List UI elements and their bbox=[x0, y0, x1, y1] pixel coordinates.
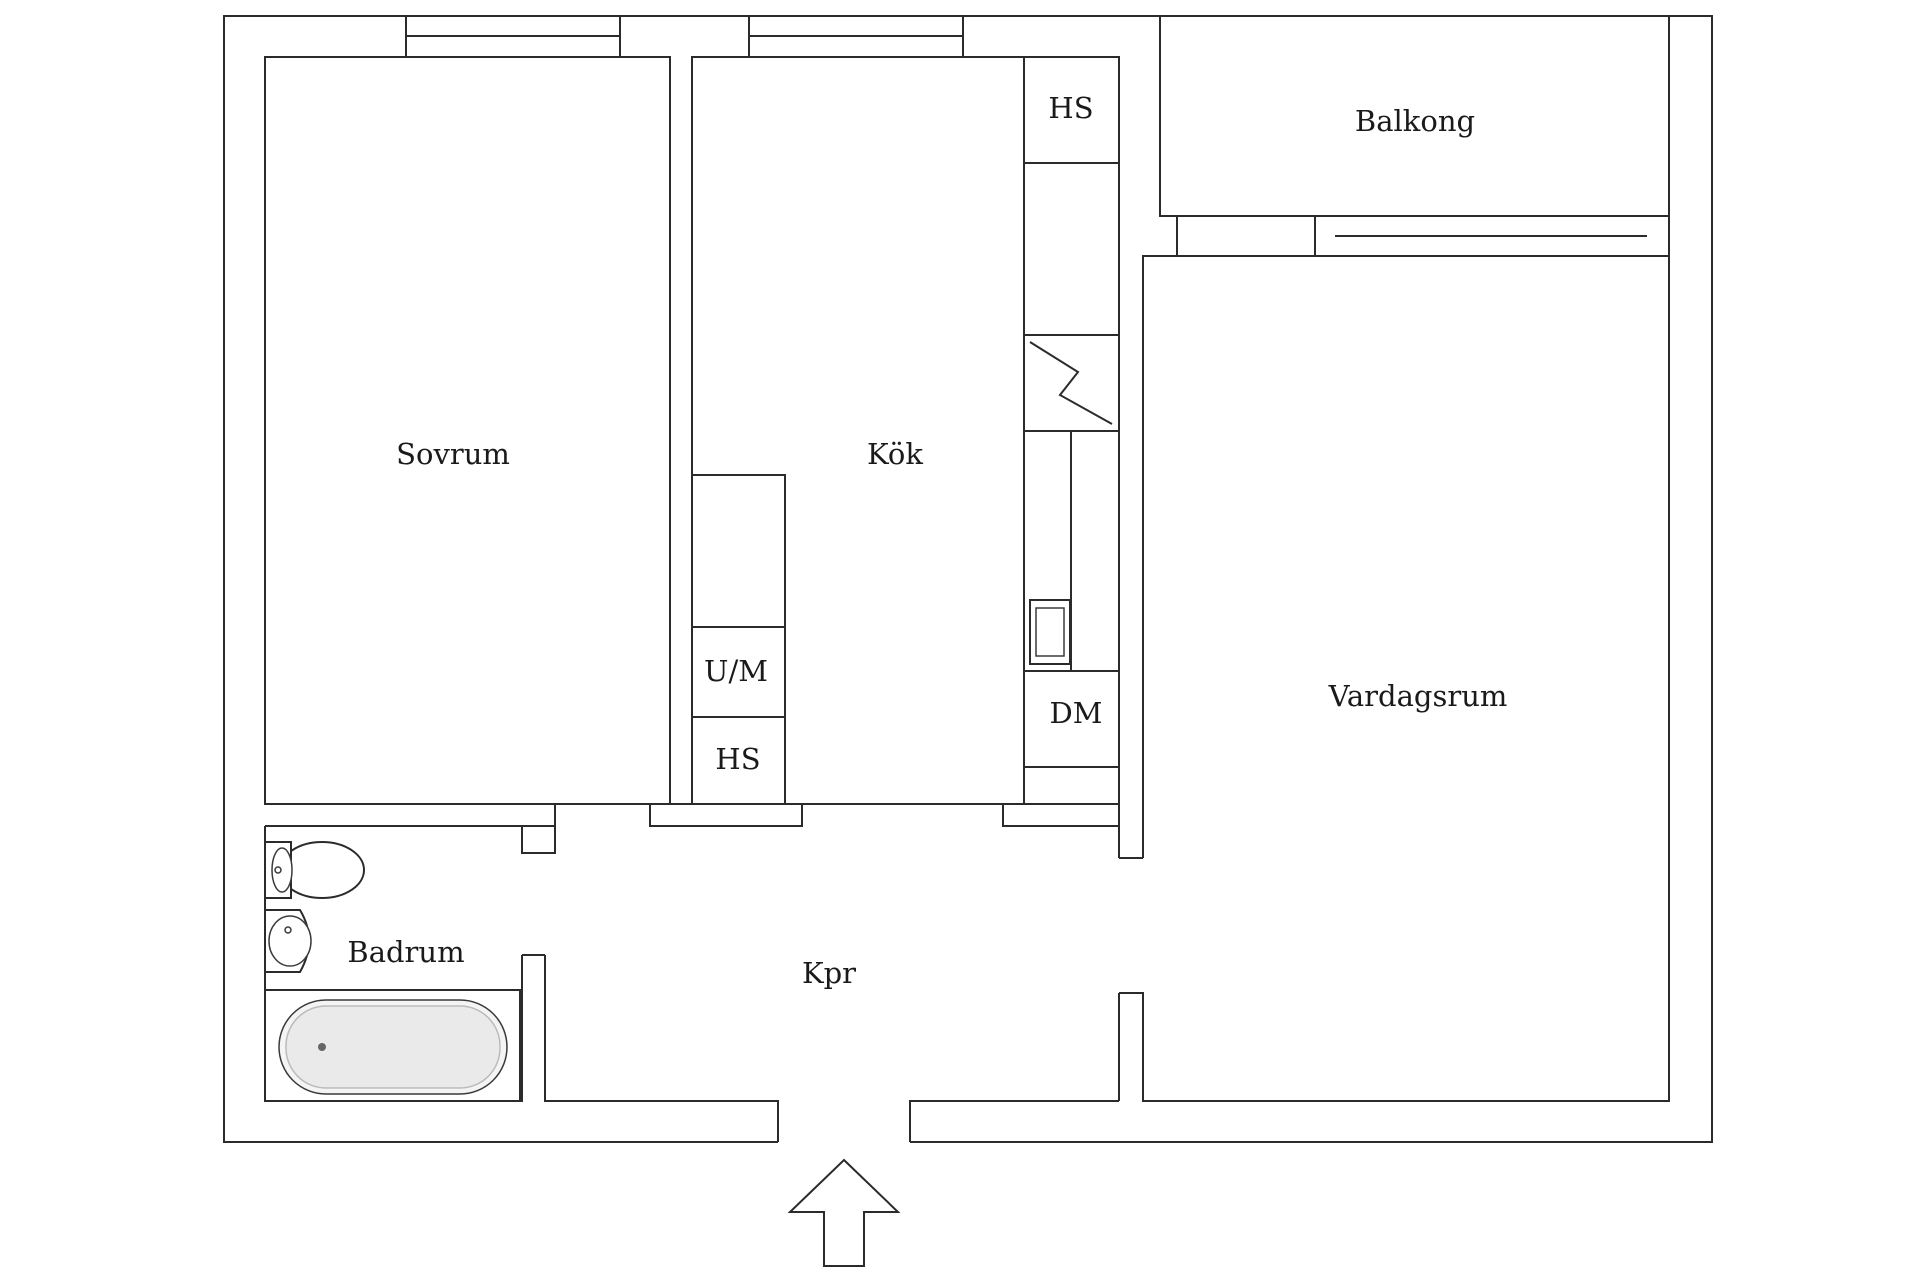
entrance-arrow bbox=[787, 1158, 901, 1267]
room-label-bedroom: Sovrum bbox=[396, 437, 510, 471]
room-label-balcony: Balkong bbox=[1355, 104, 1475, 138]
bathroom-walls bbox=[264, 804, 556, 1102]
drain-icon bbox=[318, 1043, 326, 1051]
stove-symbol bbox=[1029, 341, 1113, 425]
room-label-kitchen: Kök bbox=[867, 437, 923, 471]
room-label-living-room: Vardagsrum bbox=[1328, 679, 1508, 713]
cabinet-hs-bottom bbox=[691, 716, 786, 805]
dishwasher-unit bbox=[1023, 670, 1120, 768]
washer-microwave-unit bbox=[691, 626, 786, 718]
room-label-hallway: Kpr bbox=[802, 956, 856, 990]
fixture-label-hs-top: HS bbox=[1048, 91, 1093, 125]
living-room-walls bbox=[1118, 255, 1670, 1102]
counter-top bbox=[1070, 430, 1120, 672]
fixture-label-um: U/M bbox=[704, 654, 768, 688]
room-label-bathroom: Badrum bbox=[347, 935, 464, 969]
hallway-walls bbox=[522, 954, 1119, 1142]
outer-walls bbox=[223, 15, 1713, 1143]
stove bbox=[1023, 334, 1120, 432]
fixture-label-hs-bottom: HS bbox=[715, 742, 760, 776]
bedroom-walls bbox=[264, 15, 671, 805]
kitchen-counter-right bbox=[1023, 56, 1120, 805]
balcony-area bbox=[1143, 15, 1670, 257]
kitchen-counter-left bbox=[691, 474, 786, 805]
fixture-label-dm: DM bbox=[1050, 696, 1103, 730]
